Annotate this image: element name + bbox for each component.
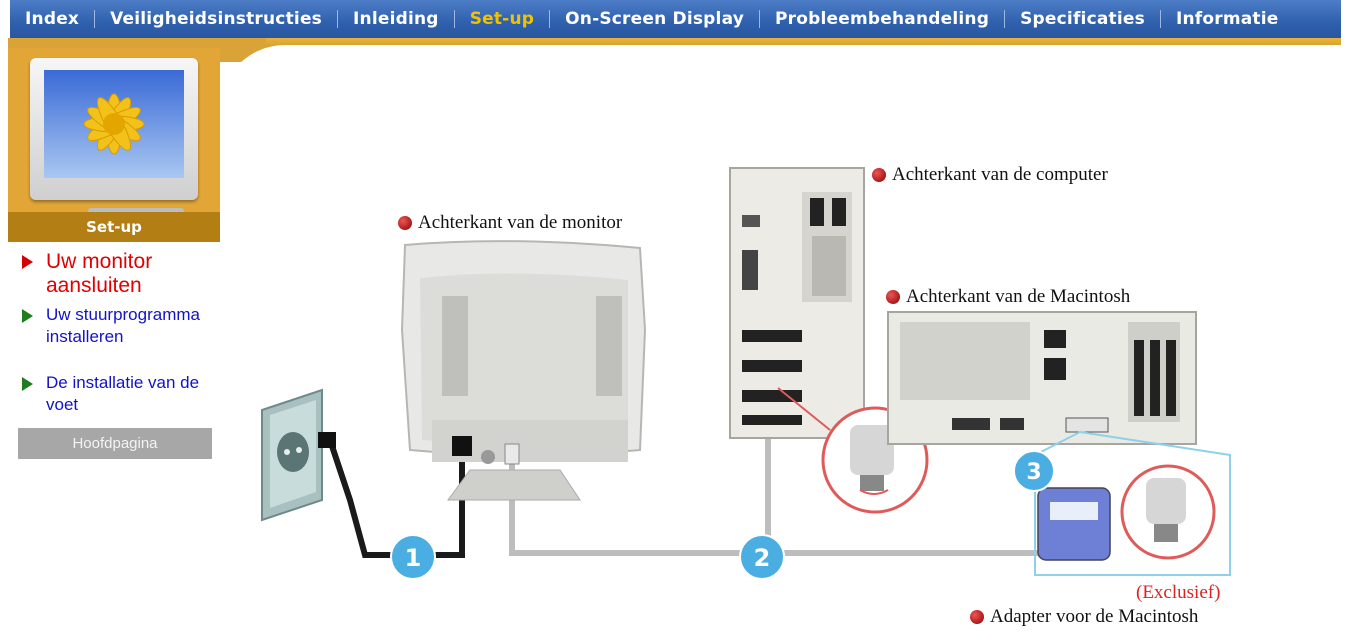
mac-adapter-callout <box>1034 430 1231 576</box>
step-badge-3: 3 <box>1013 450 1055 492</box>
nav-inleiding[interactable]: Inleiding <box>353 9 439 29</box>
wall-socket-icon <box>261 388 336 522</box>
step-badge-label: 1 <box>405 544 422 572</box>
macintosh-rear-icon <box>887 311 1197 445</box>
sunflower-icon <box>83 93 145 155</box>
nav-veiligheidsinstructies[interactable]: Veiligheidsinstructies <box>110 9 322 29</box>
label-monitor-rear: Achterkant van de monitor <box>398 212 622 234</box>
step-badge-label: 2 <box>754 544 771 572</box>
header-gold-band <box>220 38 1341 48</box>
nav-specificaties[interactable]: Specificaties <box>1020 9 1145 29</box>
nav-separator <box>1004 10 1006 28</box>
step-badge-1: 1 <box>390 534 436 580</box>
monitor-thumbnail-icon <box>30 58 198 216</box>
nav-separator <box>1159 10 1161 28</box>
mac-adapter-icon <box>1037 487 1111 561</box>
sidebar-link-label: De installatie van de voet <box>46 373 200 414</box>
sidebar-link-label: Uw stuurprogramma installeren <box>46 305 200 346</box>
step-badge-2: 2 <box>739 534 785 580</box>
green-arrow-icon <box>22 377 33 391</box>
monitor-rear-icon <box>400 240 647 501</box>
flower-wallpaper <box>44 70 184 178</box>
power-cable <box>327 437 465 558</box>
label-exclusive: (Exclusief) <box>1136 582 1220 604</box>
label-mac-rear: Achterkant van de Macintosh <box>886 286 1130 308</box>
green-arrow-icon <box>22 309 33 323</box>
label-text: Achterkant van de Macintosh <box>906 286 1131 307</box>
sidebar-link-install-driver[interactable]: Uw stuurprogramma installeren <box>22 304 212 348</box>
nav-on-screen-display[interactable]: On-Screen Display <box>565 9 745 29</box>
label-text: (Exclusief) <box>1136 582 1221 603</box>
content-curve <box>220 45 1345 165</box>
label-text: Achterkant van de computer <box>892 164 1108 185</box>
label-text: Adapter voor de Macintosh <box>990 606 1199 627</box>
red-arrow-icon <box>22 255 33 269</box>
nav-separator <box>453 10 455 28</box>
section-thumbnail <box>8 48 220 216</box>
red-bullet-icon <box>872 168 886 182</box>
red-bullet-icon <box>886 290 900 304</box>
sidebar-link-label: Uw monitor aansluiten <box>46 250 153 297</box>
signal-cable <box>509 452 1043 556</box>
home-button[interactable]: Hoofdpagina <box>18 428 212 459</box>
step-badge-label: 3 <box>1026 460 1041 485</box>
nav-set-up[interactable]: Set-up <box>469 9 535 29</box>
red-bullet-icon <box>970 610 984 624</box>
label-text: Achterkant van de monitor <box>418 212 623 233</box>
nav-separator <box>759 10 761 28</box>
nav-informatie[interactable]: Informatie <box>1175 9 1279 29</box>
nav-separator <box>337 10 338 28</box>
computer-rear-icon <box>729 167 865 439</box>
red-bullet-icon <box>398 216 412 230</box>
nav-separator <box>94 10 96 28</box>
nav-separator <box>549 10 551 28</box>
nav-index[interactable]: Index <box>25 9 80 29</box>
label-computer-rear: Achterkant van de computer <box>872 164 1108 186</box>
top-navigation: Index Veiligheidsinstructies Inleiding S… <box>10 0 1341 38</box>
label-mac-adapter: Adapter voor de Macintosh <box>970 606 1198 628</box>
nav-probleembehandeling[interactable]: Probleembehandeling <box>775 9 990 29</box>
sidebar-link-install-stand[interactable]: De installatie van de voet <box>22 372 212 416</box>
section-title: Set-up <box>8 212 220 242</box>
sidebar-link-connect-monitor[interactable]: Uw monitor aansluiten <box>22 250 212 298</box>
